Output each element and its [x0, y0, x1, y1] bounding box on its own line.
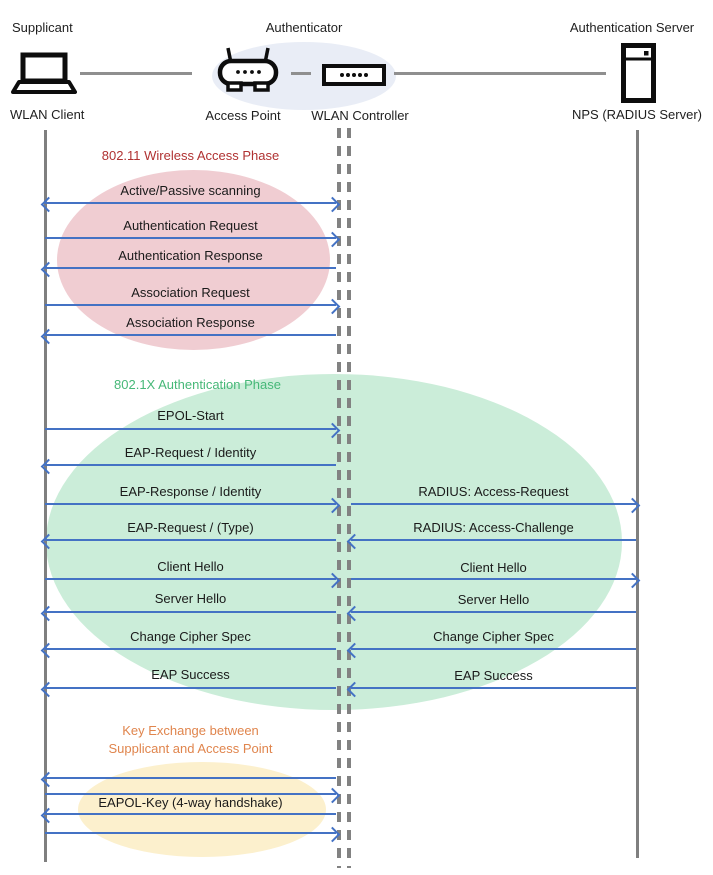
- arrow-authentication-request: [45, 231, 341, 248]
- label-eap-request-type: EAP-Request / (Type): [127, 520, 254, 535]
- label-authentication-request: Authentication Request: [123, 218, 258, 233]
- phase3-title-line2: Supplicant and Access Point: [108, 741, 273, 756]
- phase2-ellipse: [46, 374, 622, 710]
- arrow-client-hello-left: [45, 572, 341, 589]
- label-active-passive-scanning: Active/Passive scanning: [120, 183, 261, 198]
- arrow-server-hello-right: [346, 605, 636, 622]
- label-client-hello-left: Client Hello: [157, 559, 224, 574]
- arrow-eap-success-left: [40, 681, 336, 698]
- label-change-cipher-spec-right: Change Cipher Spec: [433, 629, 554, 644]
- arrow-radius-access-challenge: [346, 533, 636, 550]
- label-radius-access-request: RADIUS: Access-Request: [418, 484, 569, 499]
- arrow-change-cipher-spec-left: [40, 642, 336, 659]
- access-point-icon: [217, 45, 279, 102]
- phase3-title: Key Exchange between Supplicant and Acce…: [45, 722, 336, 758]
- arrow-client-hello-right: [351, 572, 641, 589]
- label-eapol-key: EAPOL-Key (4-way handshake): [98, 795, 283, 810]
- node-access-point: Access Point: [205, 108, 281, 123]
- node-nps: NPS (RADIUS Server): [571, 107, 703, 122]
- label-radius-access-challenge: RADIUS: Access-Challenge: [413, 520, 574, 535]
- server-icon: [621, 43, 656, 108]
- arrow-eap-success-right: [346, 681, 636, 698]
- label-eap-request-identity: EAP-Request / Identity: [124, 445, 257, 460]
- arrow-change-cipher-spec-right: [346, 642, 636, 659]
- wlan-controller-icon: [322, 64, 386, 91]
- label-server-hello-left: Server Hello: [154, 591, 227, 606]
- arrow-radius-access-request: [351, 497, 641, 514]
- node-wlan-client: WLAN Client: [10, 107, 85, 122]
- connector-client-ap: [80, 72, 192, 75]
- arrow-eap-request-type: [40, 533, 336, 550]
- arrow-eapol-key-2: [45, 787, 341, 804]
- arrow-authentication-response: [40, 261, 336, 278]
- phase3-title-line1: Key Exchange between: [122, 723, 259, 738]
- label-association-response: Association Response: [126, 315, 255, 330]
- label-eap-success-right: EAP Success: [454, 668, 533, 683]
- arrow-eap-request-identity: [40, 458, 336, 475]
- laptop-icon: [11, 52, 77, 101]
- lifeline-nps: [636, 130, 639, 858]
- arrow-association-request: [45, 298, 341, 315]
- node-wlan-controller: WLAN Controller: [311, 108, 409, 123]
- connector-controller-server: [394, 72, 606, 75]
- label-change-cipher-spec-left: Change Cipher Spec: [130, 629, 251, 644]
- label-association-request: Association Request: [131, 285, 250, 300]
- arrow-server-hello-left: [40, 605, 336, 622]
- connector-ap-controller: [291, 72, 311, 75]
- arrow-eap-response-identity: [45, 497, 341, 514]
- role-authentication-server: Authentication Server: [569, 20, 695, 35]
- label-server-hello-right: Server Hello: [457, 592, 530, 607]
- label-epol-start: EPOL-Start: [157, 408, 224, 423]
- arrow-epol-start: [45, 422, 341, 439]
- lifeline-wlan-controller-right: [347, 128, 351, 868]
- phase2-title: 802.1X Authentication Phase: [114, 377, 281, 392]
- role-supplicant: Supplicant: [12, 20, 73, 35]
- label-eap-response-identity: EAP-Response / Identity: [119, 484, 262, 499]
- lifeline-wlan-client: [44, 130, 47, 862]
- phase1-ellipse: [57, 170, 330, 350]
- arrow-association-response: [40, 328, 336, 345]
- arrow-eapol-key-1: [40, 771, 336, 788]
- phase1-title: 802.11 Wireless Access Phase: [101, 148, 280, 163]
- label-client-hello-right: Client Hello: [460, 560, 527, 575]
- lifeline-wlan-controller-left: [337, 128, 341, 868]
- label-authentication-response: Authentication Response: [118, 248, 263, 263]
- arrow-active-passive-scanning: [40, 196, 341, 213]
- arrow-eapol-key-4: [45, 826, 341, 843]
- label-eap-success-left: EAP Success: [151, 667, 230, 682]
- arrow-eapol-key-3: [40, 807, 336, 824]
- role-authenticator: Authenticator: [265, 20, 343, 35]
